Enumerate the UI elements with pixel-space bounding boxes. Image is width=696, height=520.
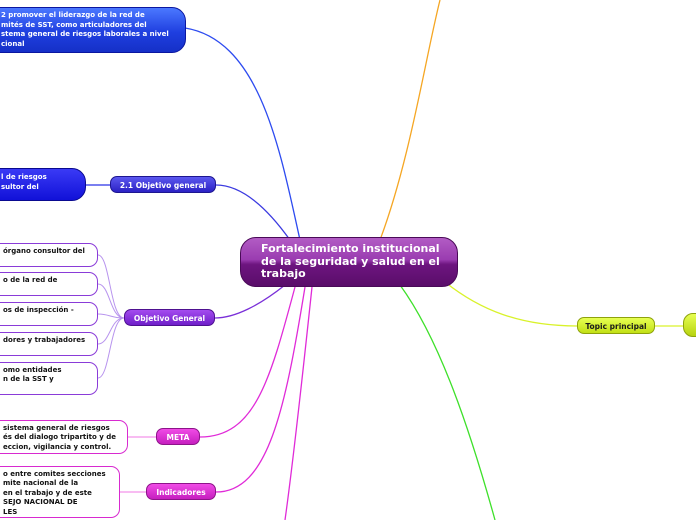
connector-og-child-4 [97,317,125,345]
connector-og-child-5 [97,317,125,379]
objetivo-general-child-5[interactable]: omo entidades n de la SST y [0,362,98,395]
connector-central-magenta-down [284,286,313,520]
objetivo-especifico-2-box[interactable]: 2 promover el liderazgo de la red de mit… [0,7,186,53]
indicadores-pill[interactable]: Indicadores [146,483,216,500]
objetivo-general-21-pill[interactable]: 2.1 Objetivo general [110,176,216,193]
connector-central-to-objetivo-especifico [184,27,301,241]
connector-og-child-2 [97,283,125,319]
objetivo-general-child-3[interactable]: os de inspección - [0,302,98,326]
connector-og-child-1 [97,254,125,319]
indicadores-child[interactable]: o entre comites secciones mite nacional … [0,466,120,518]
connector-og-child-3 [97,313,125,319]
objetivo-general-child-2[interactable]: o de la red de [0,272,98,296]
connector-central-to-topic-principal [444,281,578,327]
topic-principal-child-stub[interactable] [683,313,696,337]
connector-central-to-top [379,0,441,241]
topic-principal-pill[interactable]: Topic principal [577,317,655,334]
connector-central-to-bottom-right [399,284,496,520]
central-topic[interactable]: Fortalecimiento institucional de la segu… [240,237,458,287]
objetivo-general-pill[interactable]: Objetivo General [124,309,215,326]
connector-central-to-meta [199,286,296,438]
objetivo-general-child-4[interactable]: dores y trabajadores [0,332,98,356]
objetivo-general-21-child[interactable]: l de riesgos sultor del [0,168,86,201]
objetivo-general-child-1[interactable]: órgano consultor del [0,243,98,267]
connector-central-to-objetivo-general-21 [215,184,291,241]
connector-central-to-objetivo-general [214,284,286,319]
meta-child[interactable]: sistema general de riesgos és del dialog… [0,420,128,454]
meta-pill[interactable]: META [156,428,200,445]
connector-central-to-indicadores [215,286,306,493]
